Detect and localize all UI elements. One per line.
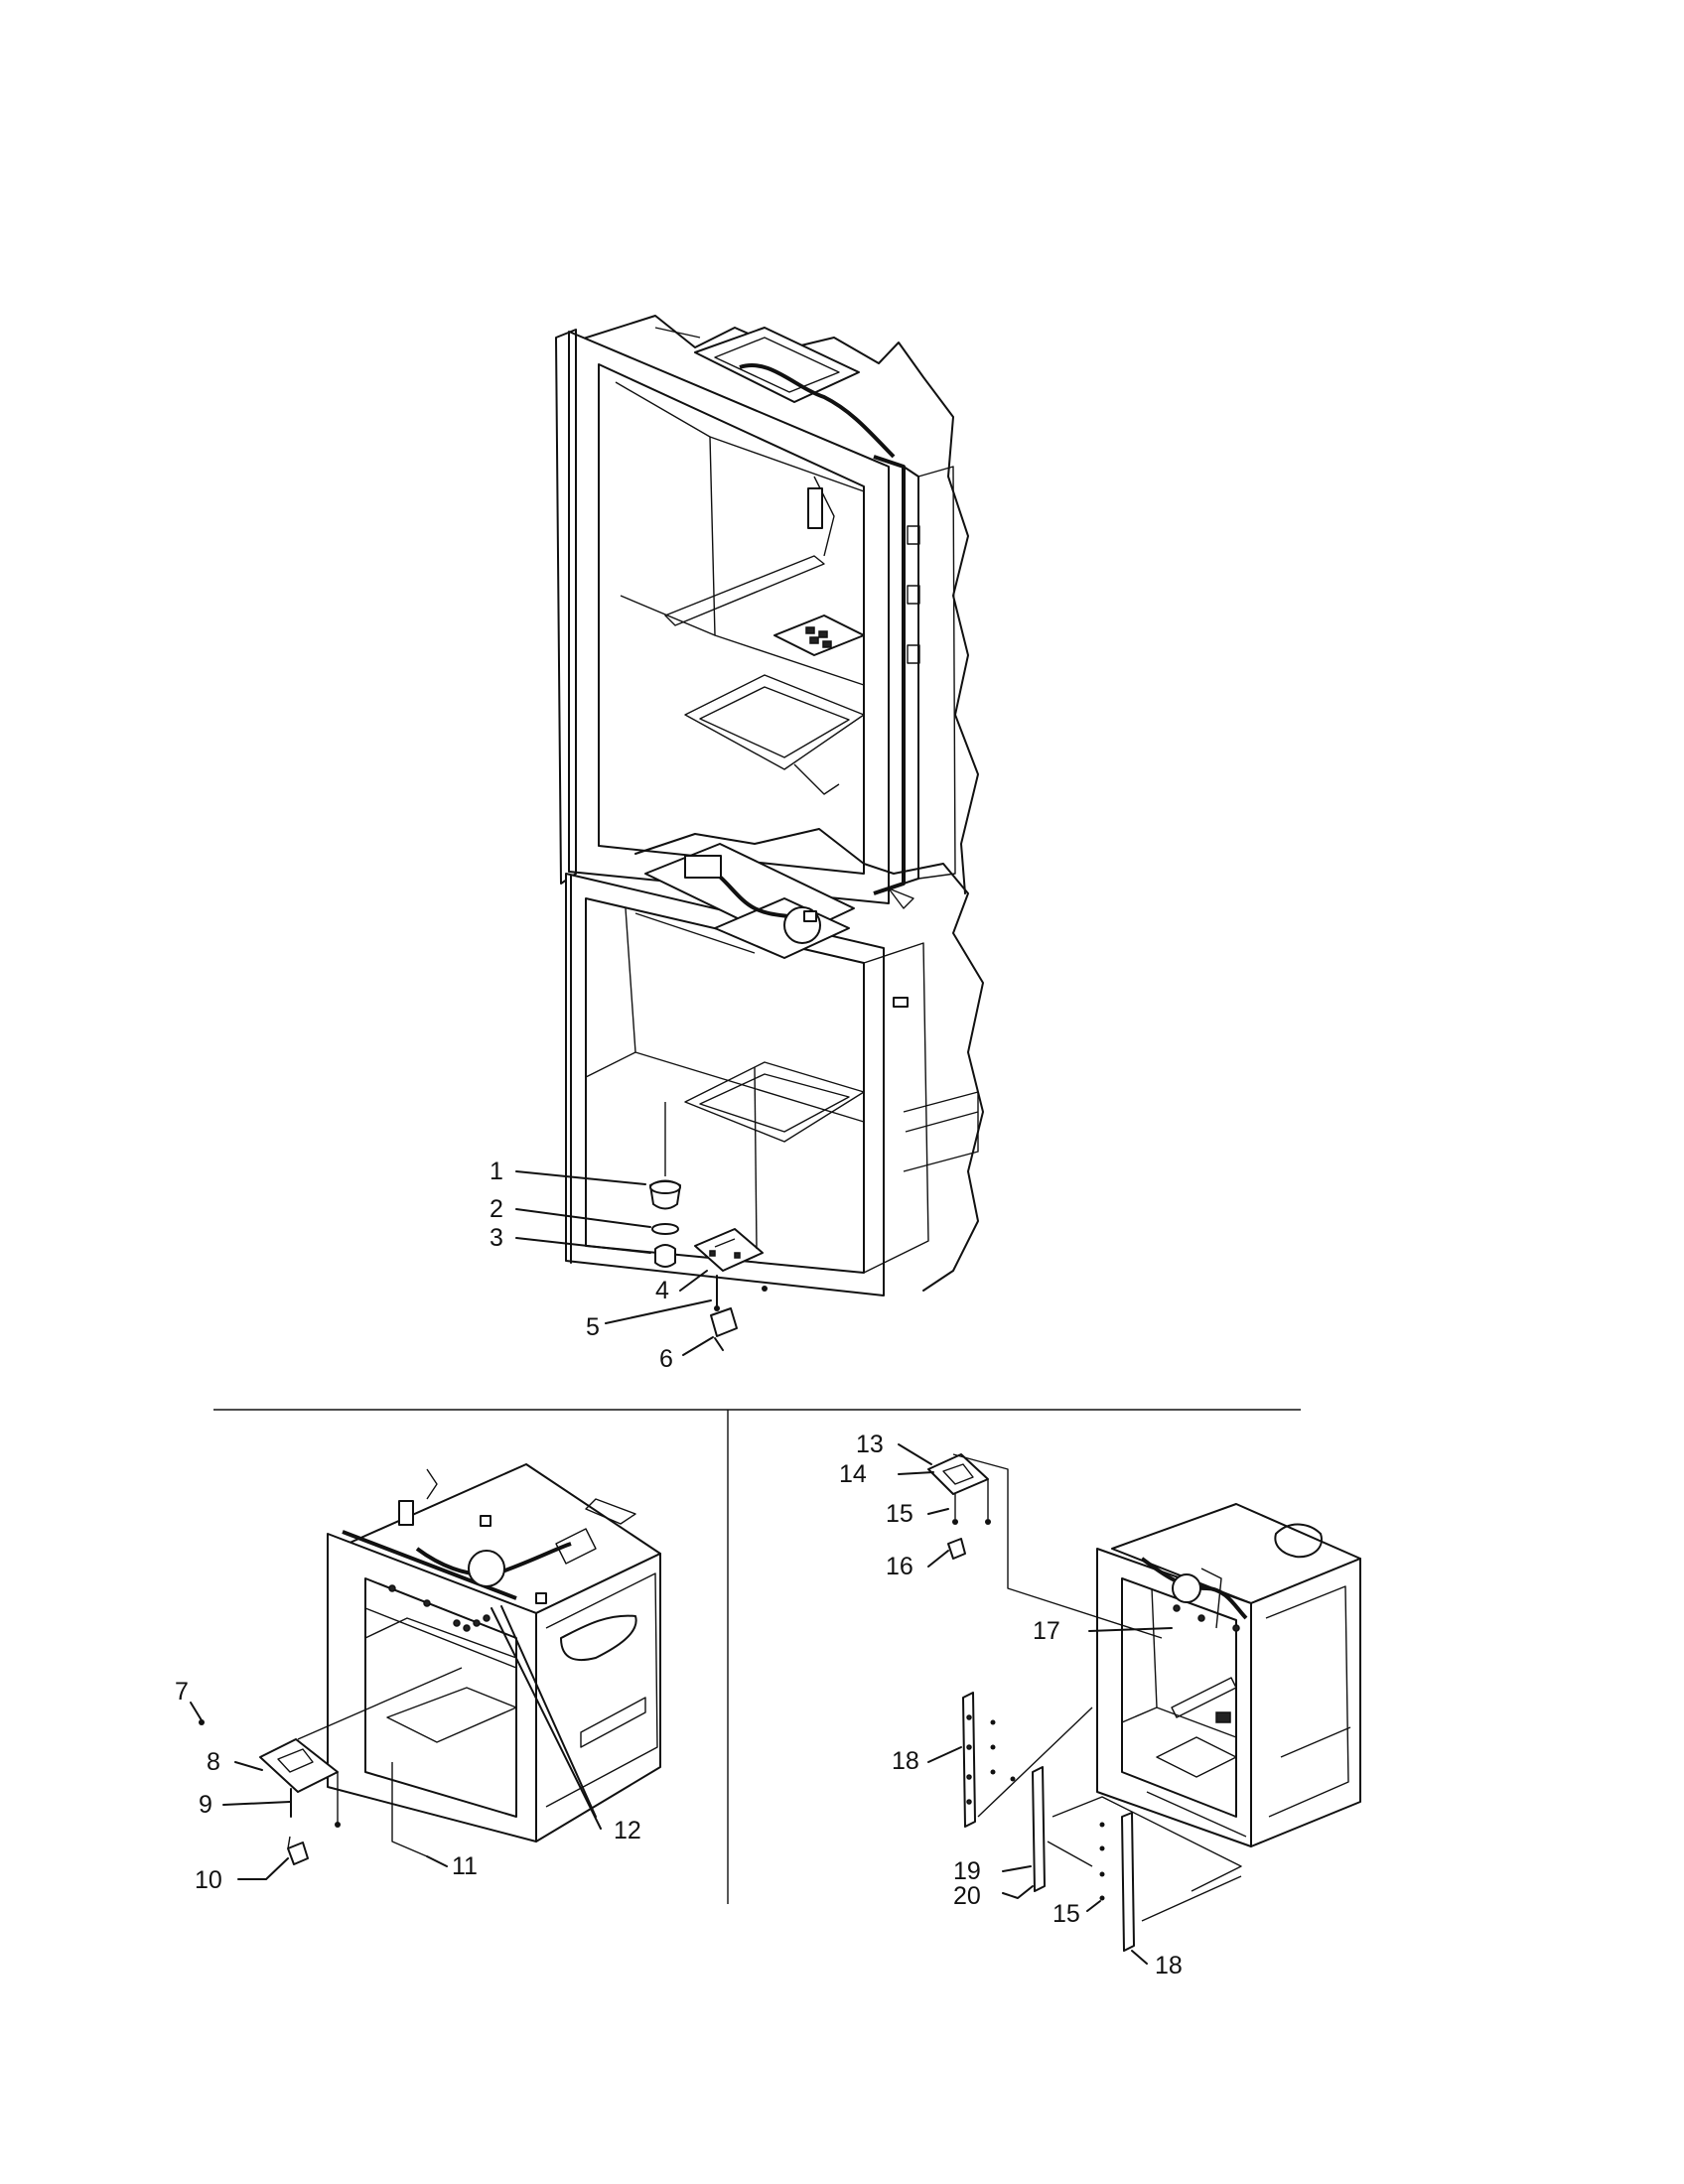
light-bulb [654, 1244, 676, 1268]
callout-16: 16 [886, 1553, 913, 1580]
thermostat-bracket [259, 1738, 339, 1793]
callout-10: 10 [195, 1866, 222, 1894]
switch-bracket [694, 1228, 764, 1272]
door-switch [710, 1307, 738, 1337]
leaders-top [515, 1170, 714, 1356]
callout-15-lower: 15 [1052, 1900, 1080, 1928]
hinge-bar-left [962, 1692, 976, 1828]
hinge-bar-middle [1032, 1766, 1046, 1892]
leaders-bottom-right [898, 1443, 1173, 1965]
parts-7-to-12 [199, 1667, 463, 1865]
callout-18-right: 18 [1155, 1952, 1183, 1979]
callout-labels: 1 2 3 4 5 6 7 8 9 10 11 12 13 14 15 16 1… [175, 1158, 1183, 1979]
callout-14: 14 [839, 1460, 867, 1488]
callout-5: 5 [586, 1313, 600, 1341]
callout-12: 12 [614, 1817, 641, 1844]
callout-17: 17 [1033, 1617, 1060, 1645]
callout-7: 7 [175, 1678, 189, 1706]
callout-8: 8 [207, 1748, 220, 1776]
callout-18-left: 18 [892, 1747, 919, 1775]
bottom-right-cabinet [1096, 1503, 1361, 1847]
screw-7 [199, 1719, 205, 1725]
callout-2: 2 [490, 1195, 503, 1223]
parts-1-to-6 [649, 1066, 768, 1351]
o-ring [651, 1223, 679, 1235]
callout-20: 20 [953, 1882, 981, 1910]
callout-1: 1 [490, 1158, 503, 1185]
bottom-left-cabinet [327, 1463, 661, 1843]
callout-6: 6 [659, 1345, 673, 1373]
callout-19: 19 [953, 1857, 981, 1885]
parts-13-to-20 [927, 1453, 1247, 1952]
hinge-bushing [947, 1538, 966, 1560]
callout-13: 13 [856, 1431, 884, 1458]
upper-cabinet-liner [555, 315, 979, 904]
lower-cabinet-liner [565, 828, 984, 1297]
leaders-bottom-left [190, 1605, 602, 1880]
callout-11: 11 [452, 1852, 478, 1880]
callout-9: 9 [199, 1791, 212, 1819]
callout-3: 3 [490, 1224, 503, 1252]
upper-hinge [927, 1453, 989, 1495]
control-knob [287, 1842, 309, 1865]
callout-15-upper: 15 [886, 1500, 913, 1528]
hinge-bar-right [1121, 1812, 1135, 1952]
callout-4: 4 [655, 1277, 669, 1304]
